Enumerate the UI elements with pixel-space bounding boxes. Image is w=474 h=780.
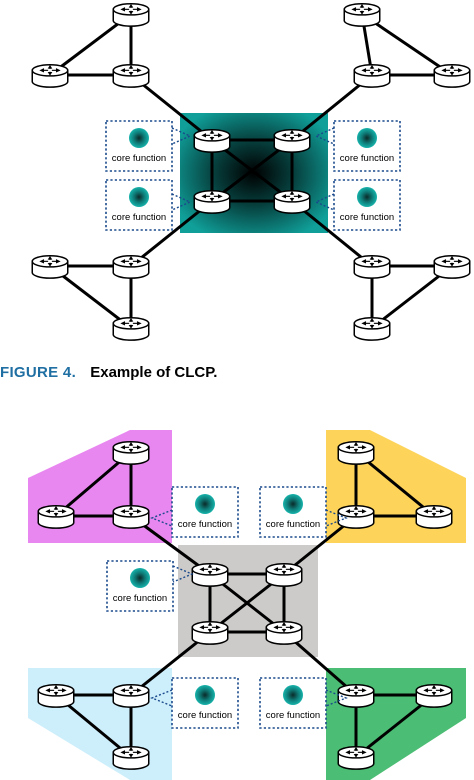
callout-tail [314, 127, 335, 145]
core-function-icon [283, 494, 303, 514]
router-icon [191, 620, 229, 645]
core-function-icon [195, 685, 215, 705]
core-function-label: core function [112, 212, 166, 223]
router-icon [433, 63, 471, 88]
router-icon [112, 440, 150, 465]
router-icon [415, 504, 453, 529]
core-function-box: core function [150, 486, 239, 538]
callout-tail [171, 127, 192, 145]
router-icon [193, 189, 231, 214]
core-function-label: core function [266, 710, 320, 721]
callout-tail [325, 509, 348, 527]
router-icon [337, 504, 375, 529]
core-function-icon [357, 128, 377, 148]
core-function-label: core function [178, 519, 232, 530]
router-icon [31, 254, 69, 279]
router-icon [415, 683, 453, 708]
core-function-box: core function [105, 120, 192, 172]
router-icon [37, 504, 75, 529]
core-function-box: core function [150, 677, 239, 729]
core-function-label: core function [178, 710, 232, 721]
core-function-icon [357, 187, 377, 207]
router-icon [337, 440, 375, 465]
router-icon [273, 189, 311, 214]
figure-number: FIGURE 4. [0, 364, 77, 381]
router-icon [193, 128, 231, 153]
core-function-label: core function [112, 153, 166, 164]
router-icon [31, 63, 69, 88]
router-icon [433, 254, 471, 279]
router-icon [265, 562, 303, 587]
core-function-box: core function [259, 486, 348, 538]
router-icon [112, 254, 150, 279]
router-icon [265, 620, 303, 645]
callout-tail [150, 509, 173, 527]
core-function-icon [195, 494, 215, 514]
router-icon [191, 562, 229, 587]
core-function-box: core function [106, 560, 194, 612]
core-function-label: core function [340, 153, 394, 164]
callout-tail [172, 565, 194, 583]
figure-caption: FIGURE 4. Example of CLCP. [0, 364, 217, 381]
router-icon [337, 745, 375, 770]
core-function-box: core function [314, 179, 401, 231]
router-icon [112, 2, 150, 27]
figure-caption-text: Example of CLCP. [90, 364, 218, 381]
router-icon [337, 683, 375, 708]
router-icon [112, 316, 150, 341]
router-icon [353, 63, 391, 88]
core-function-icon [129, 187, 149, 207]
router-icon [273, 128, 311, 153]
callout-tail [171, 193, 192, 211]
core-function-label: core function [113, 593, 167, 604]
core-function-label: core function [340, 212, 394, 223]
core-function-icon [129, 128, 149, 148]
router-icon [353, 254, 391, 279]
core-function-box: core function [105, 179, 192, 231]
core-function-box: core function [259, 677, 348, 729]
callout-tail [325, 689, 348, 707]
core-function-icon [130, 568, 150, 588]
core-function-label: core function [266, 519, 320, 530]
router-icon [343, 2, 381, 27]
router-icon [37, 683, 75, 708]
core-function-icon [283, 685, 303, 705]
callout-tail [314, 193, 335, 211]
callout-tail [150, 689, 173, 707]
router-icon [112, 504, 150, 529]
router-icon [112, 63, 150, 88]
router-icon [353, 316, 391, 341]
core-function-box: core function [314, 120, 401, 172]
router-icon [112, 745, 150, 770]
router-icon [112, 683, 150, 708]
